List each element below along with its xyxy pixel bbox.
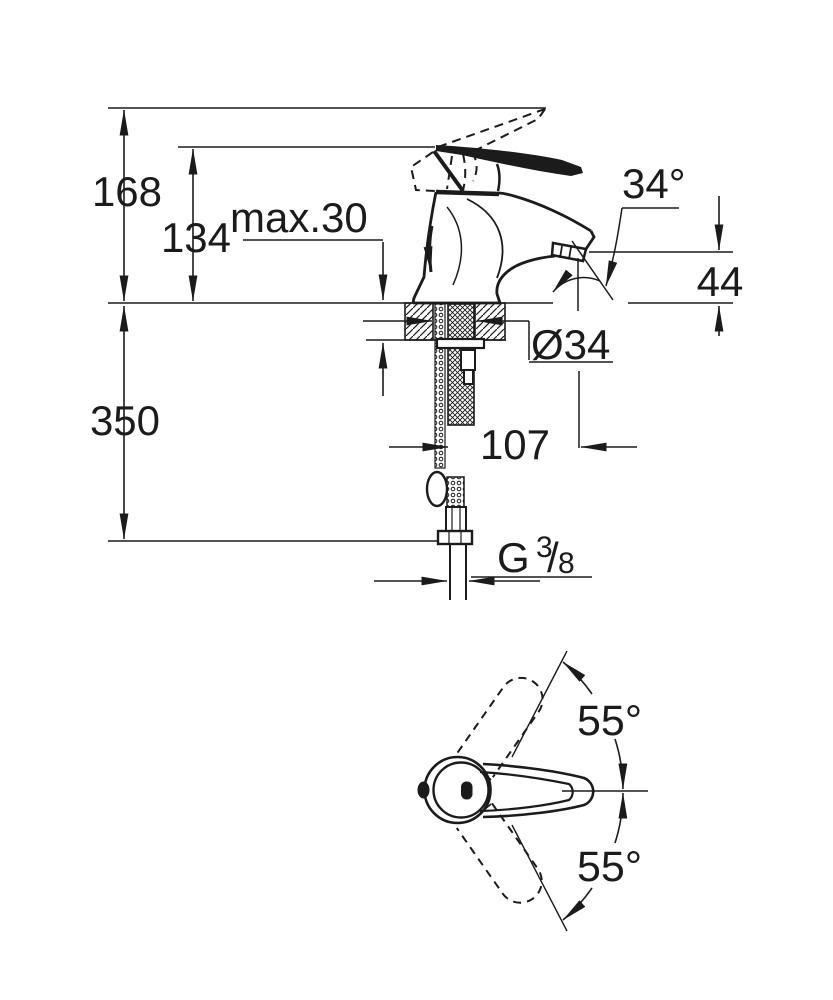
- body-swoosh-outer: [466, 198, 504, 279]
- hose-fitting-lines: [451, 507, 461, 531]
- lever-blade: [436, 145, 583, 176]
- spray-angle-arc: [552, 269, 601, 293]
- popup-bracket-upper: [460, 349, 476, 371]
- handle-top-view: 55° 55°: [417, 650, 648, 932]
- body-right-underside: [495, 254, 556, 304]
- angle-leg-top: [511, 650, 568, 758]
- counter-section-left: [404, 302, 434, 341]
- dim-350-label: 350: [90, 397, 160, 444]
- thread-slash-label: /: [547, 534, 559, 581]
- dashed-blade-bottom: [471, 108, 546, 153]
- popup-bracket-lower: [463, 369, 474, 385]
- dim-34deg-label: 34°: [622, 160, 686, 207]
- side-view-labels: 168 134 max.30 34° 44 Ø34 350 107 G 3 / …: [90, 160, 743, 581]
- spray-axis-line: [571, 240, 614, 301]
- lever-arm-notches: [483, 772, 492, 811]
- thread-g-label: G: [497, 534, 530, 581]
- deg34-leader: [605, 207, 623, 287]
- angle-55-top-label: 55°: [577, 697, 642, 745]
- thread-denominator-label: 8: [558, 547, 575, 580]
- dashed-dome: [409, 151, 437, 192]
- thread-numerator-label: 3: [536, 531, 553, 564]
- mounting-section: [404, 302, 506, 600]
- hose-braided-end: [446, 476, 465, 508]
- faucet-body: [411, 145, 596, 305]
- angle-arc-top-b: [614, 738, 628, 790]
- lever-arm-outer: [482, 762, 595, 819]
- counter-section-right: [474, 302, 506, 341]
- top-view-labels: 55° 55°: [577, 697, 642, 891]
- dashed-dome-inner-1: [446, 155, 453, 190]
- handle-position-down: [455, 802, 543, 904]
- supply-hose-upper: [434, 303, 446, 469]
- lever-arm-inner: [479, 770, 574, 813]
- supply-tube: [449, 544, 467, 600]
- hose-fitting: [445, 506, 467, 532]
- dashed-handle-down: [455, 802, 543, 904]
- popup-rod-arrow: [423, 225, 434, 273]
- handle-position-up: [456, 676, 544, 778]
- lever-raised-dashed: [409, 108, 546, 192]
- side-view: 168 134 max.30 34° 44 Ø34 350 107 G 3 / …: [90, 107, 743, 600]
- hex-nut-flats: [448, 531, 462, 544]
- handle-slot: [461, 781, 473, 800]
- dimension-lines: [119, 109, 724, 586]
- temp-indicator-button: [417, 781, 430, 799]
- body-left-edge: [411, 191, 438, 304]
- angle-construction-lines: [511, 650, 648, 932]
- dim-134-label: 134: [161, 214, 231, 261]
- body-swoosh-inner: [446, 206, 463, 286]
- dashed-grip-front: [471, 151, 478, 182]
- dashed-handle-up: [456, 676, 544, 778]
- aerator-ticks: [559, 245, 572, 260]
- dim-o34-label: Ø34: [531, 321, 610, 368]
- cartridge-dome-edge: [432, 149, 465, 193]
- angle-leg-bottom: [511, 824, 568, 932]
- hose-loop: [425, 470, 449, 508]
- dashed-dome-inner-2: [462, 153, 467, 191]
- handle-solid: [417, 755, 595, 825]
- lever-grip-front: [495, 163, 501, 192]
- angle-arc-bottom-b: [614, 792, 628, 844]
- dim-107-label: 107: [480, 421, 550, 468]
- dim-168-label: 168: [92, 168, 162, 215]
- dome-seam: [435, 189, 500, 197]
- spout-aerator: [550, 241, 588, 263]
- dim-max30-label: max.30: [230, 194, 368, 241]
- dashed-blade-top: [437, 108, 546, 148]
- o34-leader-shelf: [528, 321, 613, 363]
- handle-cap-inner: [432, 761, 490, 819]
- angle-arc-top-a: [562, 661, 593, 695]
- dim-44-label: 44: [697, 258, 744, 305]
- handle-dashed-positions: [455, 676, 544, 904]
- locknut: [435, 337, 486, 350]
- g38-hex-nut: [436, 529, 474, 546]
- spout-end-face: [584, 230, 596, 250]
- angle-arc-bottom-a: [562, 887, 593, 921]
- angle-55-bottom-label: 55°: [577, 843, 642, 891]
- spout-top-edge: [497, 191, 592, 233]
